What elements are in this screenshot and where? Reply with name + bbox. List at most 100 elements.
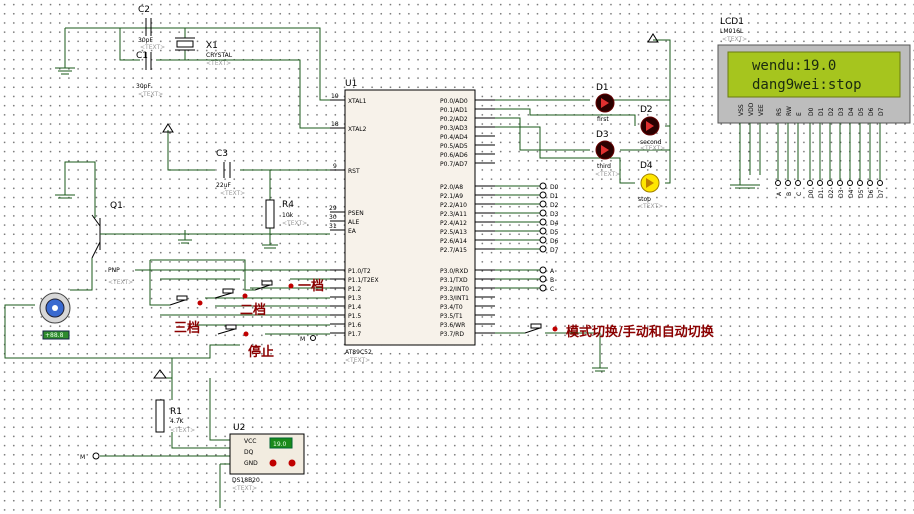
u1-pinno-19: 19 (331, 93, 339, 100)
lcd-text: <TEXT> (722, 36, 747, 43)
term-d7: D7 (550, 247, 559, 254)
u1-pin-p36: P3.6/WR (440, 322, 465, 329)
resistor-r1[interactable]: R1 4.7K <TEXT> (153, 358, 230, 449)
lcd-pin-vss: VSS (738, 104, 745, 116)
lcd-line-2: dang9wei:stop (752, 77, 862, 93)
lcd-part: LM016L (720, 28, 744, 35)
button-third-gear[interactable]: 三档 (169, 295, 203, 336)
u1-pin-p05: P0.5/AD5 (440, 143, 468, 150)
x1-text: <TEXT> (206, 60, 231, 67)
lcd-term-d4: D4 (848, 189, 855, 198)
c3-value: 22uF (216, 182, 231, 189)
net-label-m1: M (300, 336, 305, 343)
button-network (135, 230, 330, 335)
led-d3[interactable]: D3 third <TEXT> (595, 130, 620, 178)
u1-pin-p13: P1.3 (348, 295, 361, 302)
label-first-gear: 一档 (298, 278, 324, 294)
lcd1[interactable]: LCD1 LM016L <TEXT> wendu:19.0 dang9wei:s… (717, 17, 911, 124)
u1-part: AT89C52 (345, 349, 372, 356)
button-mode-switch[interactable]: 模式切换/手动和自动切换 (495, 323, 715, 372)
term-b: B (550, 277, 554, 284)
button-first-gear[interactable]: 一档 (254, 278, 324, 294)
u1-pin-p23: P2.3/A11 (440, 211, 467, 218)
lcd-pin-d4: D4 (848, 107, 855, 116)
dc-motor[interactable]: +88.8 (4, 258, 240, 359)
capacitor-c1[interactable]: C1 30pF <TEXT> (136, 51, 163, 98)
lcd-pin-vee: VEE (758, 104, 765, 116)
u1-pin-xtal1: XTAL1 (348, 98, 367, 105)
u1-pin-p37: P3.7/RD (440, 331, 464, 338)
label-third-gear: 三档 (174, 320, 200, 336)
lcd-ref: LCD1 (720, 17, 744, 27)
u2-pin-vcc: VCC (244, 438, 256, 445)
term-d6: D6 (550, 238, 559, 245)
term-d4: D4 (550, 220, 559, 227)
u1-pin-p35: P3.5/T1 (440, 313, 463, 320)
p0-led-wires (495, 33, 671, 184)
u1-pin-ea: EA (348, 228, 357, 235)
q1-text: <TEXT> (108, 279, 133, 286)
lcd-pin-d2: D2 (828, 107, 835, 116)
c3-ref: C3 (216, 149, 228, 159)
lcd-term-d6: D6 (868, 189, 875, 198)
transistor-q1[interactable]: Q1 PNP <TEXT> (55, 161, 330, 286)
mcu-u1[interactable]: U1 AT89C52 <TEXT> XTAL1 XTAL2 RST PSEN A… (329, 79, 495, 364)
u1-pin-p25: P2.5/A13 (440, 229, 467, 236)
u1-pin-p11: P1.1/T2EX (348, 277, 379, 284)
lcd-pin-d3: D3 (838, 107, 845, 116)
u2-ref: U2 (233, 423, 245, 433)
term-d2: D2 (550, 202, 559, 209)
u1-pin-p30: P3.0/RXD (440, 268, 468, 275)
u1-pin-p10: P1.0/T2 (348, 268, 371, 275)
lcd-pin-vdd: VDD (748, 102, 755, 116)
crystal-x1[interactable]: X1 CRYSTAL <TEXT> (175, 37, 233, 67)
q1-ref: Q1 (110, 201, 123, 211)
r1-text: <TEXT> (170, 427, 195, 434)
c1-ref: C1 (136, 51, 148, 61)
term-a: A (550, 268, 555, 275)
d1-ref: D1 (596, 83, 609, 93)
c1-value: 30pF (136, 83, 151, 90)
u1-pin-p00: P0.0/AD0 (440, 98, 468, 105)
u1-pinno-30: 30 (329, 214, 337, 221)
d2-text: <TEXT> (640, 145, 665, 152)
label-stop: 停止 (248, 344, 274, 360)
lcd-term-d7: D7 (878, 189, 885, 198)
lcd-pins: VSS VDD VEE RS RW E D0 D1 D2 D3 D4 D5 D6… (730, 102, 885, 198)
x1-value: CRYSTAL (206, 52, 233, 59)
led-d4[interactable]: D4 stop <TEXT> (638, 161, 663, 210)
sensor-u2[interactable]: M U2 VCC DQ GND 19.0 DS18B20 <TEXT> (80, 378, 305, 508)
u1-pin-p24: P2.4/A12 (440, 220, 467, 227)
lcd-pin-d7: D7 (878, 107, 885, 116)
resistor-r4[interactable]: R4 10k <TEXT> (265, 199, 307, 229)
button-second-gear[interactable]: 二档 (214, 288, 266, 318)
label-mode-switch: 模式切换/手动和自动切换 (566, 324, 715, 340)
u1-pin-psen: PSEN (348, 210, 364, 217)
lcd-pin-d5: D5 (858, 107, 865, 116)
lcd-term-d3: D3 (838, 189, 845, 198)
r1-value: 4.7K (170, 418, 185, 425)
c2-value: 30pF (138, 37, 153, 44)
u1-pin-xtal2: XTAL2 (348, 126, 367, 133)
term-d5: D5 (550, 229, 559, 236)
u1-pin-p15: P1.5 (348, 313, 361, 320)
u1-pin-p07: P0.7/AD7 (440, 161, 468, 168)
capacitor-c2[interactable]: C2 30pF <TEXT> (138, 5, 165, 51)
led-d2[interactable]: D2 second <TEXT> (640, 105, 665, 152)
c2-ref: C2 (138, 5, 150, 15)
u2-part: DS18B20 (232, 477, 260, 484)
term-d3: D3 (550, 211, 559, 218)
net-label-m2: M (80, 454, 85, 461)
lcd-pin-d1: D1 (818, 107, 825, 116)
u1-pin-p04: P0.4/AD4 (440, 134, 468, 141)
capacitor-c3[interactable]: C3 22uF <TEXT> (216, 149, 245, 197)
u2-pin-gnd: GND (244, 460, 258, 467)
led-d1[interactable]: D1 first (595, 83, 615, 123)
u1-pin-p20: P2.0/A8 (440, 184, 463, 191)
x1-ref: X1 (206, 41, 218, 51)
r4-text: <TEXT> (282, 220, 307, 227)
d3-text: <TEXT> (595, 171, 620, 178)
u2-text: <TEXT> (232, 485, 257, 492)
button-stop[interactable]: 停止 M (217, 324, 316, 360)
